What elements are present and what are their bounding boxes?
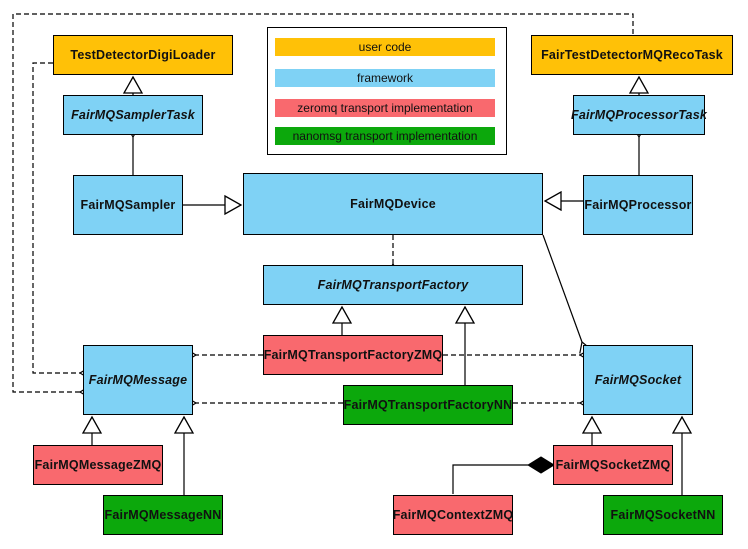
node-fairmqmessagenn: FairMQMessageNN: [103, 495, 223, 535]
inheritance-arrows: [81, 75, 693, 495]
legend-item-user-code: user code: [275, 38, 495, 56]
legend-label: nanomsg transport implementation: [292, 129, 478, 143]
node-fairmqprocessor: FairMQProcessor: [583, 175, 693, 235]
node-testdetectordigiloader: TestDetectorDigiLoader: [53, 35, 233, 75]
legend-label: framework: [356, 71, 413, 85]
legend-item-framework: framework: [275, 69, 495, 87]
node-fairtestdetectormqrecotask: FairTestDetectorMQRecoTask: [531, 35, 733, 75]
dashed-digiloader-to-message: [32, 62, 91, 380]
dashed-recotask-to-message: [12, 13, 634, 399]
node-fairmqprocessortask: FairMQProcessorTask: [571, 95, 707, 135]
node-fairmqsocketnn: FairMQSocketNN: [603, 495, 723, 535]
node-fairmqmessagezmq: FairMQMessageZMQ: [33, 445, 163, 485]
legend-label: user code: [358, 40, 412, 54]
arrow-device-to-socket: [542, 234, 592, 354]
node-fairmqmessage: FairMQMessage: [83, 345, 193, 415]
legend-item-zeromq: zeromq transport implementation: [275, 99, 495, 117]
association-arrows: [126, 126, 646, 354]
legend-item-nanomsg: nanomsg transport implementation: [275, 127, 495, 145]
dependency-arrows: [12, 13, 634, 410]
node-fairmqdevice: FairMQDevice: [243, 173, 543, 235]
legend-label: zeromq transport implementation: [297, 101, 473, 115]
node-fairmqtransportfactoryzmq: FairMQTransportFactoryZMQ: [263, 335, 443, 375]
composition-contextzmq-socketzmq: [452, 456, 555, 494]
node-fairmqsocket: FairMQSocket: [583, 345, 693, 415]
node-fairmqsampler: FairMQSampler: [73, 175, 183, 235]
node-fairmqsocketzmq: FairMQSocketZMQ: [553, 445, 673, 485]
legend: user code framework zeromq transport imp…: [267, 27, 507, 155]
composition-line: [452, 464, 528, 494]
node-fairmqcontextzmq: FairMQContextZMQ: [393, 495, 513, 535]
node-fairmqtransportfactory: FairMQTransportFactory: [263, 265, 523, 305]
node-fairmqtransportfactorynn: FairMQTransportFactoryNN: [343, 385, 513, 425]
node-fairmqsamplertask: FairMQSamplerTask: [63, 95, 203, 135]
composition-diamond-icon: [527, 456, 555, 474]
